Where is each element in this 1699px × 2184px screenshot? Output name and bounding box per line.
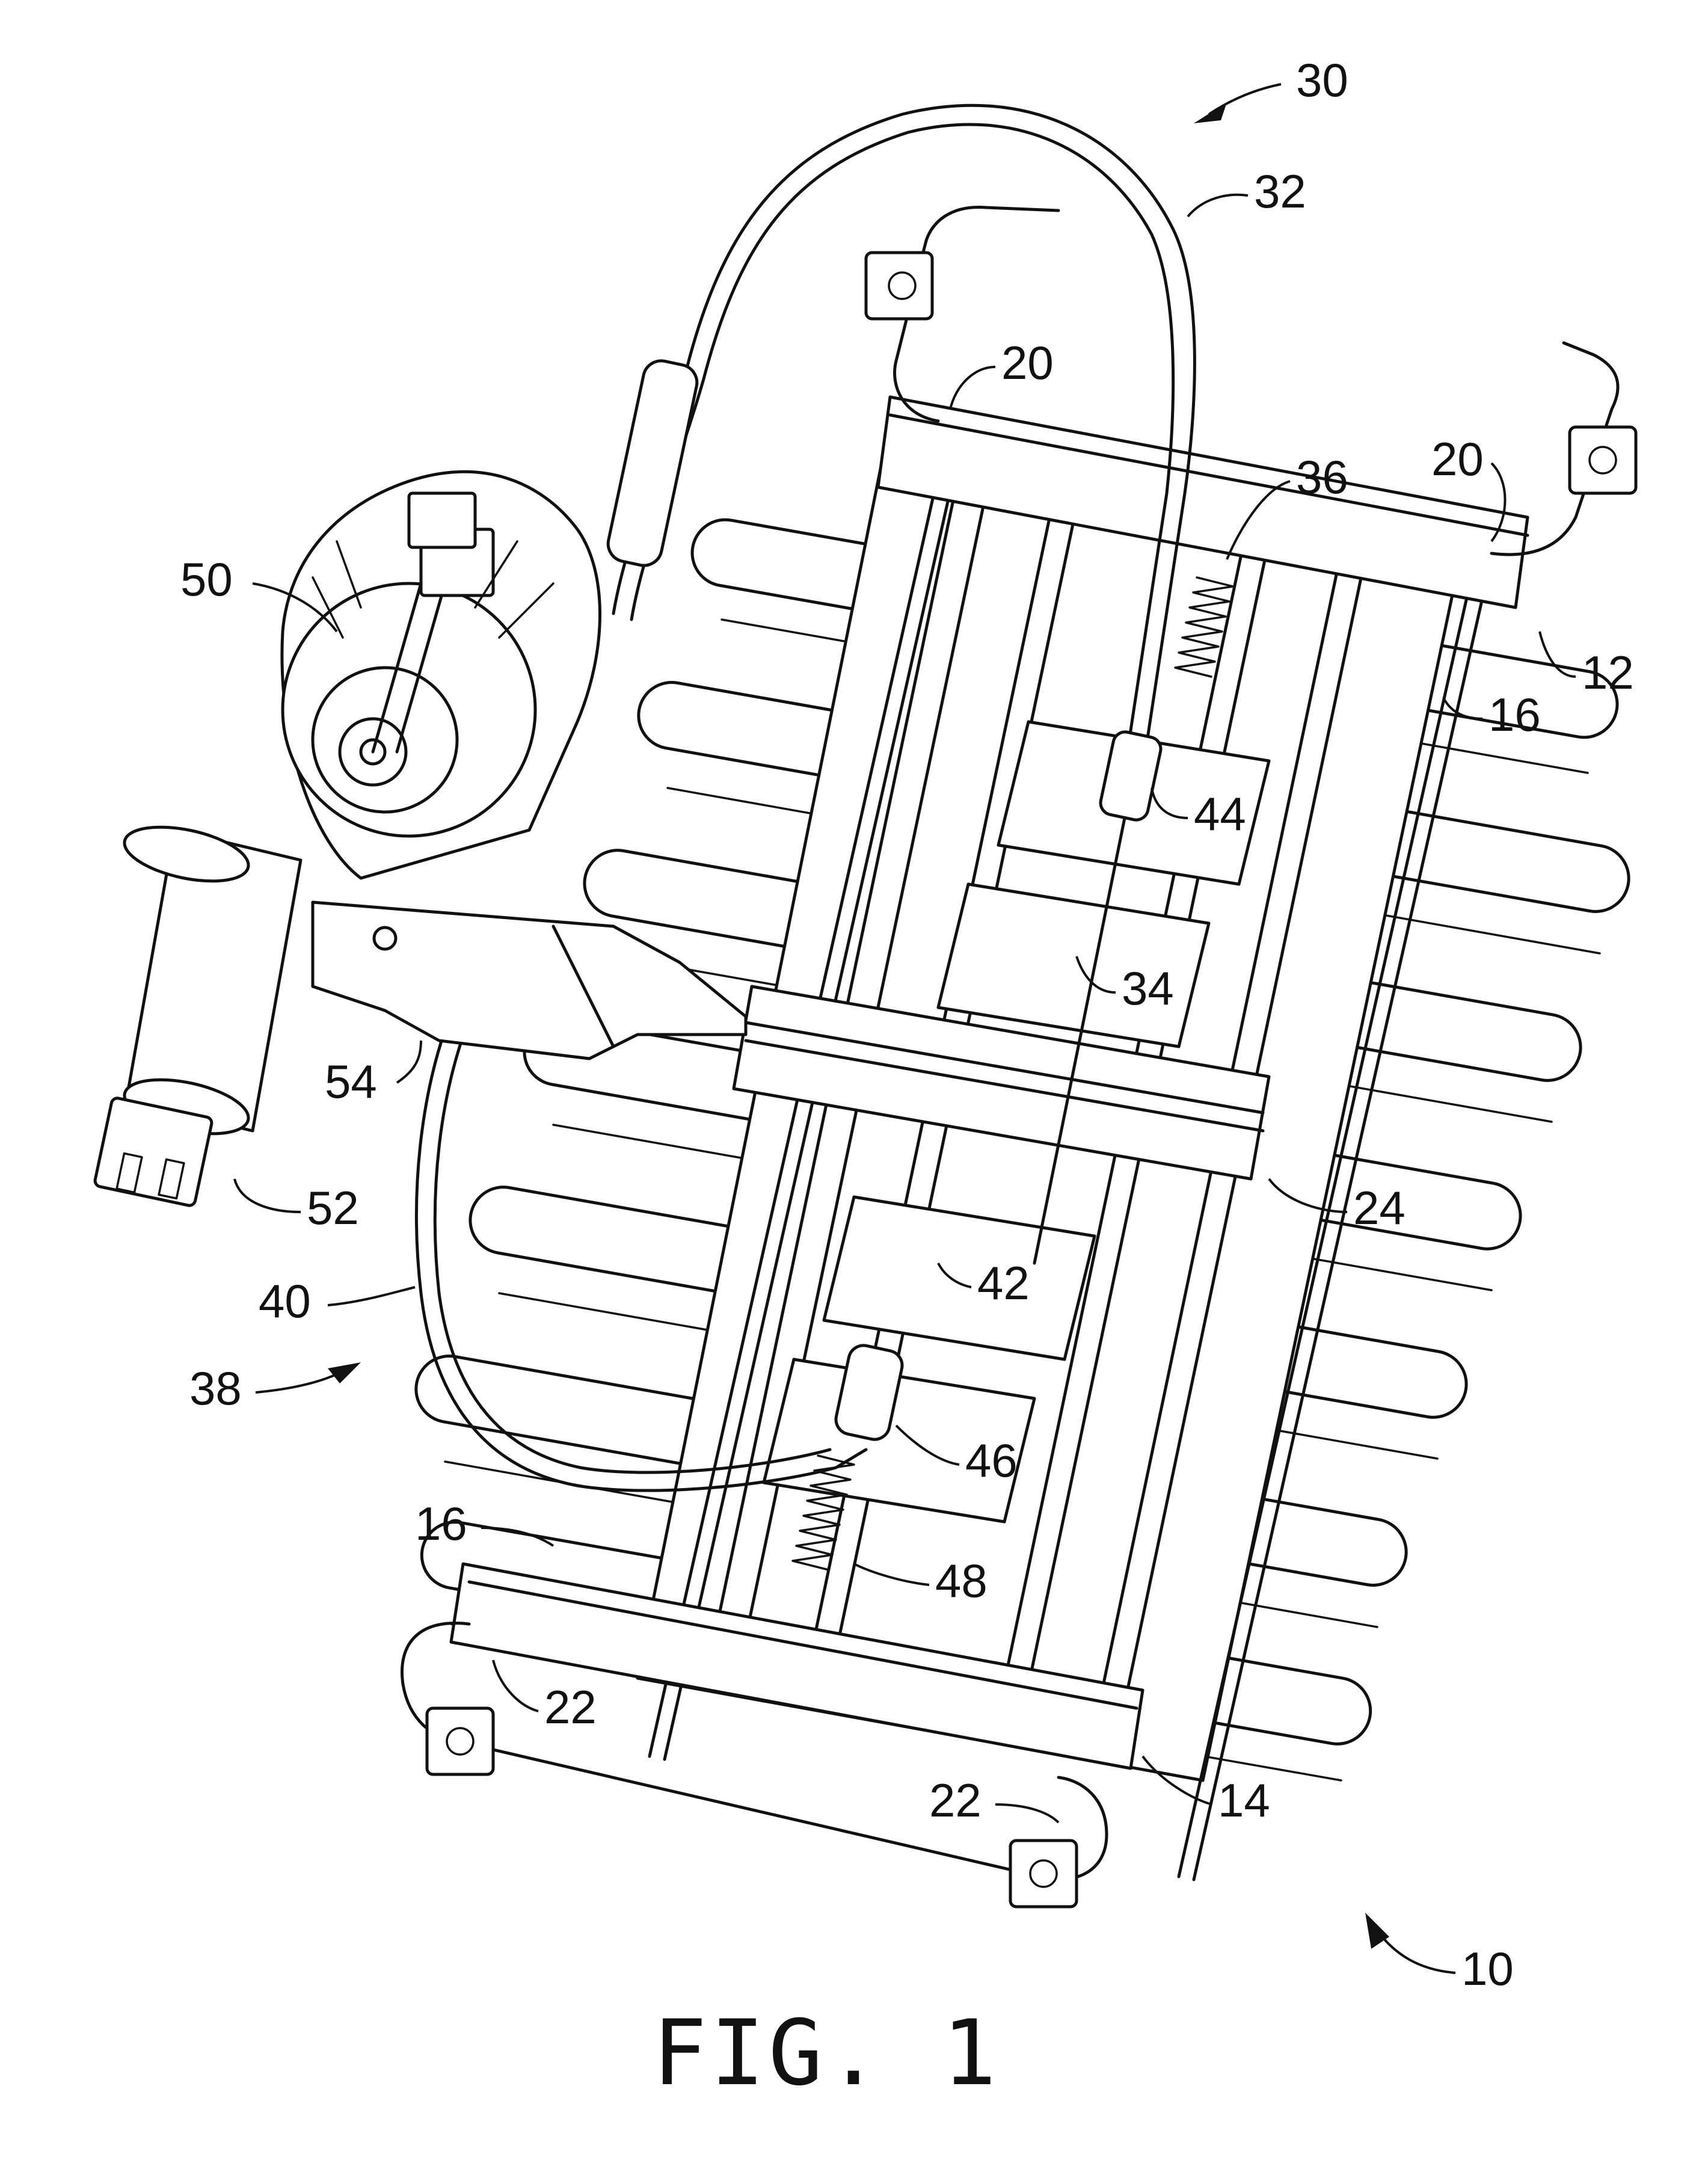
lumbar-pads <box>762 720 1271 1524</box>
lower-cable-sheath <box>415 997 868 1492</box>
ref-44: 44 <box>1194 787 1246 840</box>
ref-50: 50 <box>180 553 233 606</box>
ref-16-upper: 16 <box>1489 688 1541 741</box>
reference-numerals: 30 32 20 20 36 12 16 50 44 34 54 24 52 4… <box>180 54 1634 1995</box>
actuator-assembly <box>93 470 748 1207</box>
upper-cable-fitting <box>1099 730 1163 822</box>
ref-20-left: 20 <box>1001 336 1054 389</box>
ref-36: 36 <box>1296 451 1348 503</box>
upper-cable-assembly <box>606 103 1234 1265</box>
middle-cross-member <box>732 985 1271 1181</box>
ref-46: 46 <box>965 1434 1018 1487</box>
figure-caption: FIG. 1 <box>653 2001 1000 2106</box>
lower-cable-fitting <box>834 1344 904 1441</box>
ref-30: 30 <box>1296 54 1348 106</box>
ref-24: 24 <box>1353 1181 1406 1234</box>
seat-frame <box>401 205 1638 1909</box>
ref-20-right: 20 <box>1431 432 1484 485</box>
ref-16-lower: 16 <box>415 1497 467 1550</box>
ref-54: 54 <box>325 1055 377 1108</box>
lower-cable-assembly <box>415 997 904 1571</box>
ref-38: 38 <box>189 1362 242 1415</box>
motor-connector <box>93 1097 214 1207</box>
ref-34: 34 <box>1122 962 1174 1015</box>
bottom-mounting-wire <box>401 1622 1108 1909</box>
ref-32: 32 <box>1254 165 1306 218</box>
ref-10: 10 <box>1461 1942 1514 1995</box>
ref-52: 52 <box>307 1181 359 1234</box>
ref-22-left: 22 <box>544 1681 597 1733</box>
top-mounting-wire-right <box>1490 341 1638 556</box>
upper-spring <box>1174 576 1234 678</box>
ref-48: 48 <box>935 1554 988 1607</box>
ref-12: 12 <box>1582 646 1634 699</box>
ref-22-right: 22 <box>929 1774 982 1827</box>
mounting-bracket <box>311 900 748 1060</box>
top-cross-member <box>876 395 1529 609</box>
ref-40: 40 <box>259 1275 311 1327</box>
lower-spring <box>791 1454 855 1571</box>
bottom-cross-member <box>449 1562 1144 1770</box>
ref-14: 14 <box>1218 1774 1270 1827</box>
motor-body <box>124 828 303 1133</box>
ref-42: 42 <box>977 1257 1030 1309</box>
top-mounting-wire-left <box>864 205 1060 423</box>
